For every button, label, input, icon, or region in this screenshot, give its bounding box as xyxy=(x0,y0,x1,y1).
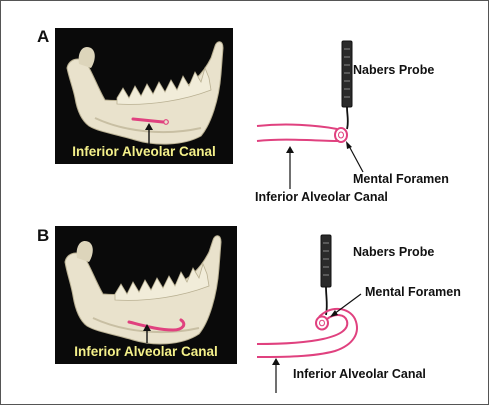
panel-b-canal-drawing xyxy=(257,309,357,357)
panel-b-mental-foramen xyxy=(316,317,328,330)
panel-a-canal-drawing xyxy=(257,125,347,142)
panel-a-mental-foramen xyxy=(335,128,347,142)
panel-b-nabers-probe xyxy=(321,235,331,315)
panel-a-nabers-probe xyxy=(342,41,352,129)
